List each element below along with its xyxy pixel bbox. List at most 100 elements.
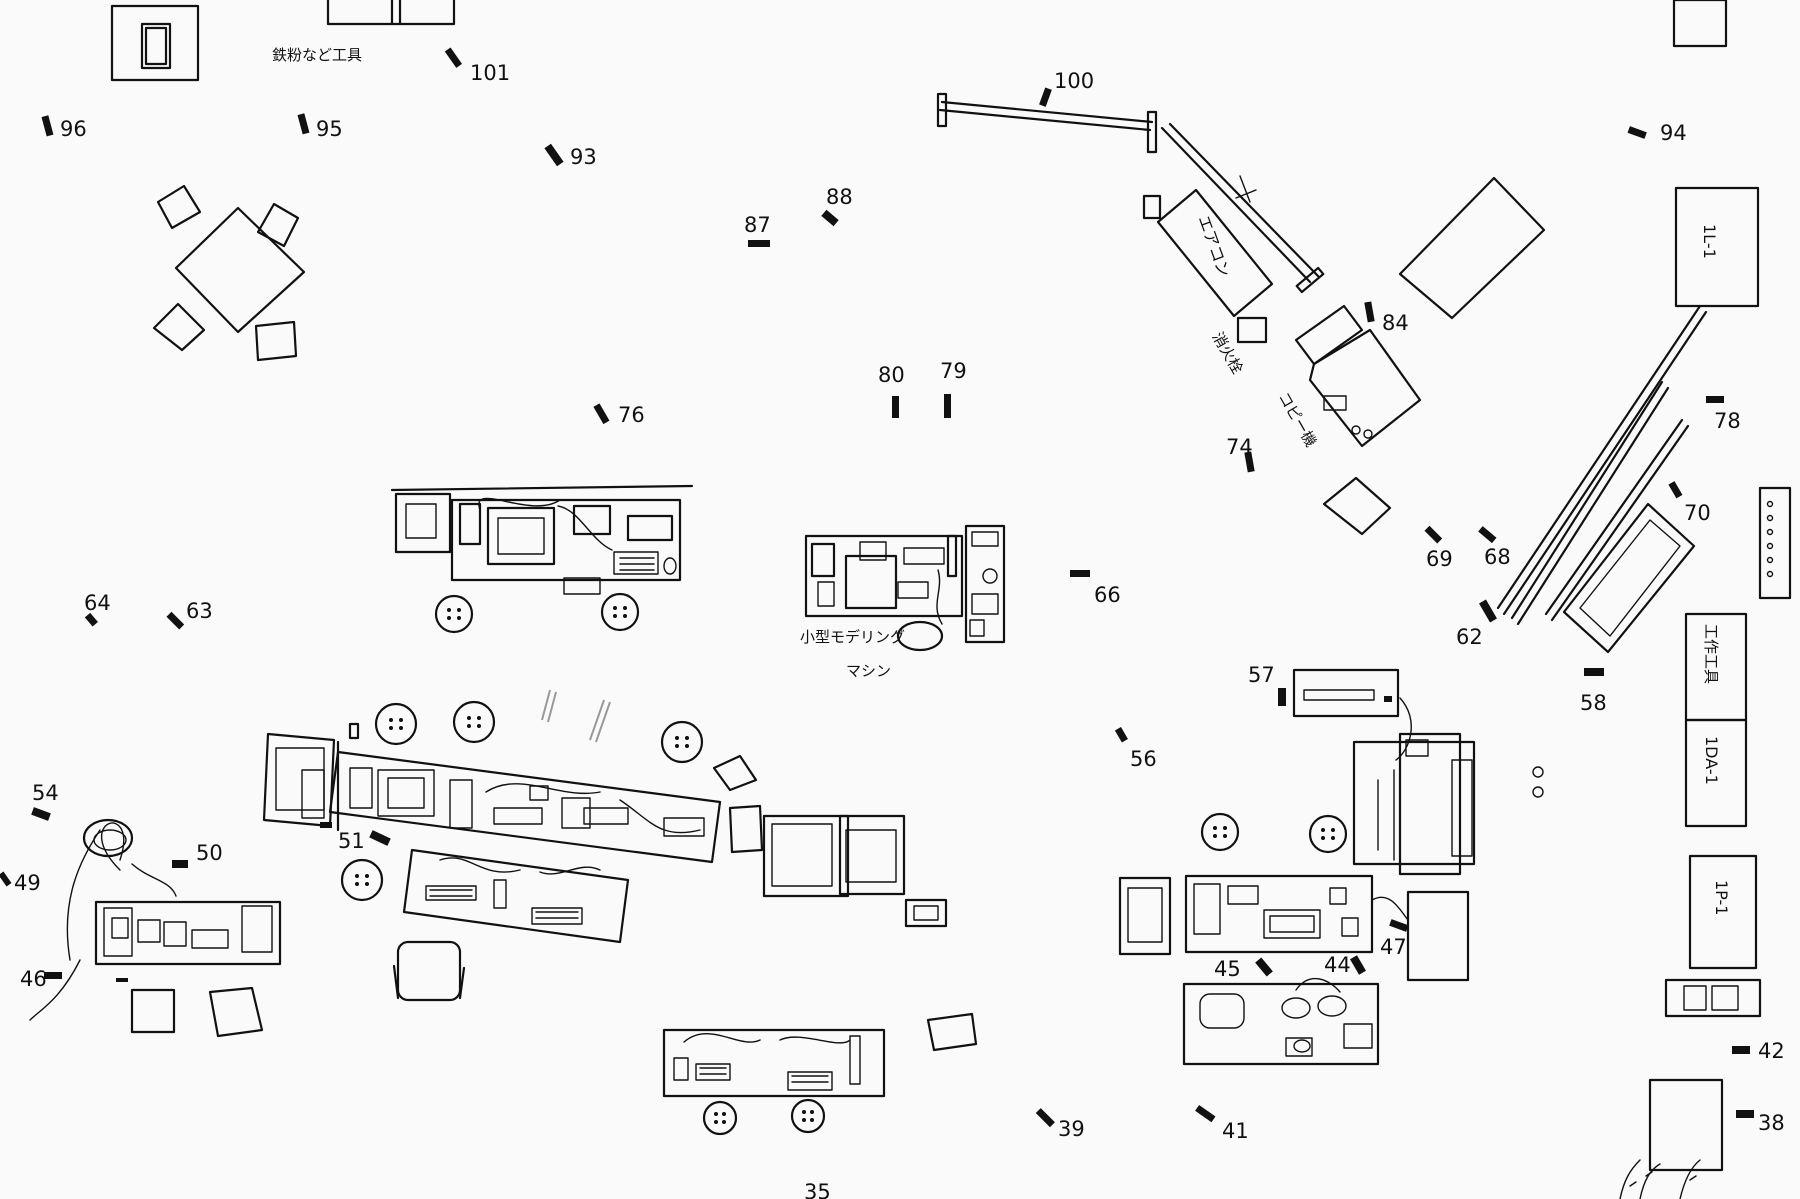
svg-text:56: 56 [1130, 747, 1157, 771]
svg-text:74: 74 [1226, 435, 1253, 459]
cabinet-bottom-right [1648, 1078, 1724, 1172]
marker-79: 79 [940, 359, 967, 418]
stools-upper-left [374, 700, 704, 764]
small-circles-right [1532, 766, 1544, 798]
svg-text:39: 39 [1058, 1117, 1085, 1141]
svg-text:84: 84 [1382, 311, 1409, 335]
svg-text:93: 93 [570, 145, 597, 169]
side-tables-center [712, 754, 948, 928]
svg-text:51: 51 [338, 829, 365, 853]
marker-49: 49 [0, 871, 41, 895]
plant-sketch [1619, 1159, 1701, 1199]
marker-96: 96 [41, 115, 87, 141]
svg-text:58: 58 [1580, 691, 1607, 715]
marker-63: 63 [166, 599, 213, 630]
marker-78: 78 [1706, 396, 1741, 433]
modeling-machine-label-2: マシン [846, 662, 891, 680]
modeling-machine-label: 小型モデリング [800, 628, 905, 646]
stools-bottom-center [702, 1098, 826, 1136]
marker-74: 74 [1226, 435, 1255, 473]
marker-94: 94 [1627, 121, 1687, 145]
stools-center-top [434, 592, 640, 634]
svg-text:68: 68 [1484, 545, 1511, 569]
top-shelf [326, 0, 456, 26]
desk-below-right-center [1182, 977, 1380, 1066]
stools-right-center [1200, 812, 1348, 854]
right-center-desk [1118, 874, 1470, 982]
wall-socket-strip [1758, 486, 1792, 600]
marker-50: 50 [172, 841, 223, 868]
marker-46: 46 [20, 967, 62, 991]
marker-88: 88 [821, 185, 853, 227]
tool-note-label: 鉄粉など工具 [272, 46, 362, 64]
marker-66: 66 [1070, 570, 1121, 607]
printer-table-diagonal [1562, 502, 1696, 654]
svg-text:87: 87 [744, 213, 771, 237]
marker-41: 41 [1195, 1104, 1249, 1143]
ceiling-rail [936, 92, 1325, 294]
far-left-station [29, 818, 282, 1021]
svg-text:79: 79 [940, 359, 967, 383]
marker-47: 47 [1380, 919, 1409, 959]
marker-56: 56 [1114, 726, 1157, 771]
svg-text:46: 46 [20, 967, 47, 991]
svg-text:50: 50 [196, 841, 223, 865]
door-1da1: 1DA-1 [1684, 718, 1748, 828]
stool-left-51 [340, 858, 384, 902]
large-cabinet-top-right [1398, 176, 1546, 320]
marker-101: 101 [444, 47, 510, 85]
faint-mark-1 [541, 689, 557, 723]
marker-87: 87 [744, 213, 771, 247]
marker-76: 76 [593, 403, 645, 427]
svg-text:70: 70 [1684, 501, 1711, 525]
armchair-center-left [392, 940, 466, 1002]
marker-58: 58 [1580, 668, 1607, 715]
marker-62: 62 [1456, 599, 1497, 649]
extinguisher-label: 消火栓 [1209, 329, 1247, 377]
svg-text:45: 45 [1214, 957, 1241, 981]
marker-69: 69 [1424, 525, 1453, 571]
door-1p1-label: 1P-1 [1712, 880, 1731, 915]
faint-mark-2 [589, 699, 611, 743]
svg-text:66: 66 [1094, 583, 1121, 607]
marker-42: 42 [1732, 1039, 1785, 1063]
svg-text:35: 35 [804, 1180, 831, 1199]
svg-text:78: 78 [1714, 409, 1741, 433]
angled-desk-second [402, 848, 630, 944]
angled-desk-right-small [728, 804, 764, 854]
marker-layer: 101 100 96 95 94 93 88 87 [0, 47, 1785, 1199]
svg-text:57: 57 [1248, 663, 1275, 687]
marker-57: 57 [1248, 663, 1286, 706]
shelf-57 [1292, 668, 1412, 761]
marker-70: 70 [1668, 481, 1711, 525]
svg-text:76: 76 [618, 403, 645, 427]
svg-text:49: 49 [14, 871, 41, 895]
copier-label: コピー機 [1275, 389, 1321, 450]
marker-95: 95 [297, 113, 343, 141]
svg-text:47: 47 [1380, 935, 1407, 959]
modeling-station [804, 524, 1006, 652]
svg-text:54: 54 [32, 781, 59, 805]
svg-text:69: 69 [1426, 547, 1453, 571]
marker-35: 35 [804, 1180, 831, 1199]
marker-64: 64 [84, 591, 111, 627]
box-near-copier [1322, 476, 1392, 536]
bottom-center-desk [662, 1028, 886, 1098]
svg-text:80: 80 [878, 363, 905, 387]
meeting-table-group [152, 184, 306, 362]
marker-39: 39 [1035, 1108, 1085, 1141]
extinguisher: 消火栓 [1209, 316, 1268, 377]
marker-68: 68 [1478, 526, 1511, 569]
svg-text:62: 62 [1456, 625, 1483, 649]
svg-text:100: 100 [1054, 69, 1094, 93]
top-left-cabinet [110, 4, 200, 82]
small-box-bottom-center [926, 1012, 978, 1052]
marker-93: 93 [544, 143, 597, 169]
door-1da1-label: 1DA-1 [1702, 736, 1721, 785]
chairs-far-left [130, 986, 264, 1038]
right-wall-box-top [1672, 0, 1728, 48]
svg-text:44: 44 [1324, 953, 1351, 977]
marker-100: 100 [1039, 69, 1094, 107]
svg-text:41: 41 [1222, 1119, 1249, 1143]
